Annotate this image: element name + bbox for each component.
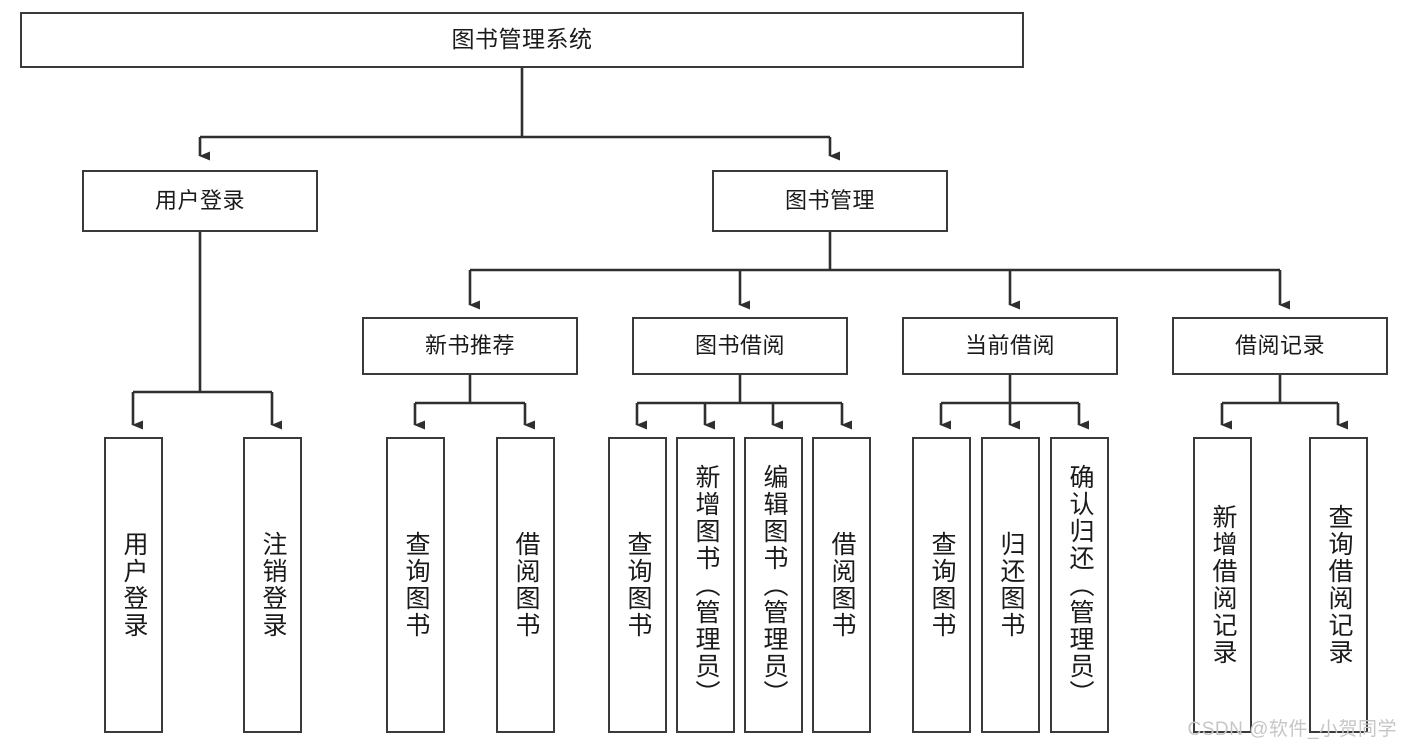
node-book-borrow-label: 图书借阅 — [694, 333, 785, 359]
node-leaf-query-book-3[interactable]: 查询图书 — [912, 437, 971, 733]
node-borrow-record[interactable]: 借阅记录 — [1172, 317, 1388, 375]
node-leaf-add-record-label: 新增借阅记录 — [1209, 504, 1237, 666]
node-leaf-return-book[interactable]: 归还图书 — [981, 437, 1040, 733]
node-new-book-rec[interactable]: 新书推荐 — [362, 317, 578, 375]
node-current-borrow[interactable]: 当前借阅 — [902, 317, 1118, 375]
node-leaf-query-book-2[interactable]: 查询图书 — [608, 437, 667, 733]
node-borrow-record-label: 借阅记录 — [1234, 333, 1325, 359]
node-book-manage[interactable]: 图书管理 — [712, 170, 948, 232]
node-leaf-query-book-2-label: 查询图书 — [624, 531, 652, 639]
node-leaf-add-book-label: 新增图书（管理员） — [692, 463, 720, 707]
node-leaf-confirm-return[interactable]: 确认归还（管理员） — [1050, 437, 1109, 733]
node-leaf-query-book-1-label: 查询图书 — [402, 531, 430, 639]
node-user-login[interactable]: 用户登录 — [82, 170, 318, 232]
node-root[interactable]: 图书管理系统 — [20, 12, 1024, 68]
node-leaf-query-book-1[interactable]: 查询图书 — [386, 437, 445, 733]
node-leaf-query-record[interactable]: 查询借阅记录 — [1309, 437, 1368, 733]
node-root-label: 图书管理系统 — [451, 26, 593, 53]
node-leaf-borrow-book-2-label: 借阅图书 — [828, 531, 856, 639]
node-leaf-borrow-book-1[interactable]: 借阅图书 — [496, 437, 555, 733]
node-leaf-edit-book[interactable]: 编辑图书（管理员） — [744, 437, 803, 733]
node-leaf-borrow-book-1-label: 借阅图书 — [512, 531, 540, 639]
node-new-book-rec-label: 新书推荐 — [424, 333, 515, 359]
node-leaf-user-login-label: 用户登录 — [120, 531, 148, 639]
node-leaf-borrow-book-2[interactable]: 借阅图书 — [812, 437, 871, 733]
node-leaf-return-book-label: 归还图书 — [997, 531, 1025, 639]
node-leaf-add-record[interactable]: 新增借阅记录 — [1193, 437, 1252, 733]
node-leaf-edit-book-label: 编辑图书（管理员） — [760, 463, 788, 707]
node-leaf-user-login[interactable]: 用户登录 — [104, 437, 163, 733]
node-leaf-logout[interactable]: 注销登录 — [243, 437, 302, 733]
node-leaf-query-record-label: 查询借阅记录 — [1325, 504, 1353, 666]
node-leaf-confirm-return-label: 确认归还（管理员） — [1066, 463, 1094, 707]
node-current-borrow-label: 当前借阅 — [964, 333, 1055, 359]
node-leaf-query-book-3-label: 查询图书 — [928, 531, 956, 639]
node-leaf-add-book[interactable]: 新增图书（管理员） — [676, 437, 735, 733]
node-user-login-label: 用户登录 — [154, 188, 245, 214]
node-book-manage-label: 图书管理 — [784, 188, 875, 214]
node-leaf-logout-label: 注销登录 — [259, 531, 287, 639]
node-book-borrow[interactable]: 图书借阅 — [632, 317, 848, 375]
